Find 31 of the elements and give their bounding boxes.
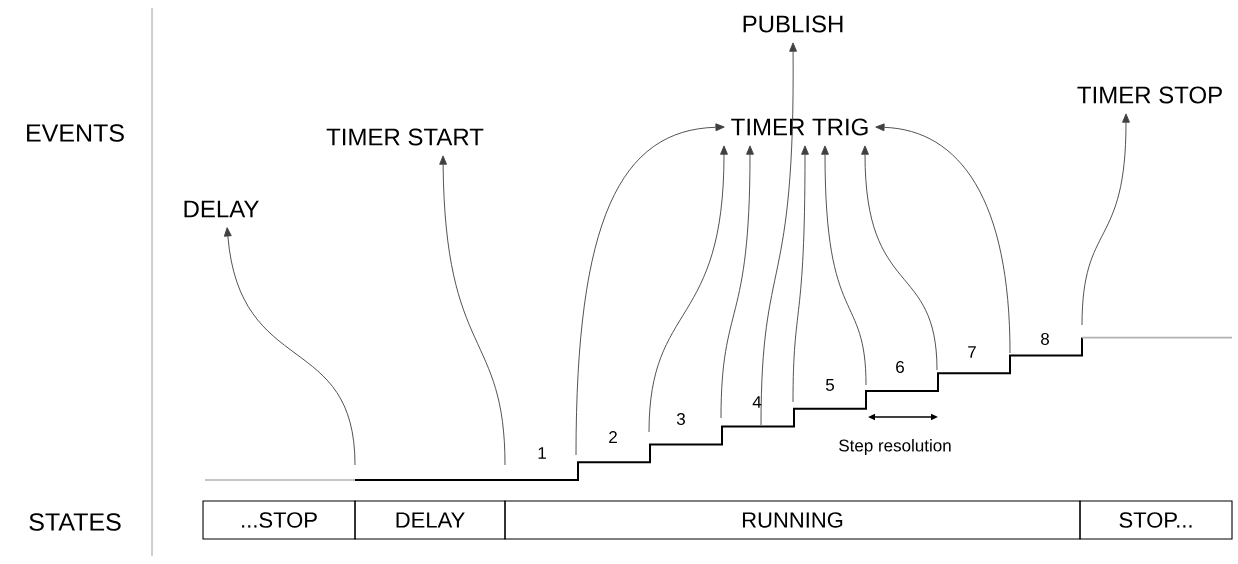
arrow xyxy=(792,145,809,403)
event-label: TIMER START xyxy=(326,128,484,146)
state-box: STOP... xyxy=(1079,500,1233,540)
event-label: TIMER STOP xyxy=(1077,86,1222,104)
step-number: 3 xyxy=(676,412,685,425)
step-number: 6 xyxy=(896,360,904,373)
arrow xyxy=(875,123,1011,354)
step-number: 8 xyxy=(1041,332,1049,345)
arrow xyxy=(1081,113,1130,326)
step-number: 5 xyxy=(825,379,834,391)
caption-text: Step resolution xyxy=(839,439,951,455)
arrow xyxy=(575,123,725,456)
step-number: 1 xyxy=(538,447,546,459)
state-box: RUNNING xyxy=(504,500,1081,540)
step-number: 7 xyxy=(968,346,976,358)
arrow xyxy=(861,145,938,371)
event-label: PUBLISH xyxy=(743,15,843,33)
step-number: 2 xyxy=(609,431,617,443)
arrow xyxy=(223,227,356,466)
state-box: DELAY xyxy=(354,500,506,540)
step-number: 4 xyxy=(752,396,762,408)
state-box: ...STOP xyxy=(202,500,356,540)
arrow xyxy=(760,42,797,426)
event-label: TIMER TRIG xyxy=(731,118,868,136)
row-heading: STATES xyxy=(29,513,121,531)
event-label: DELAY xyxy=(184,200,259,218)
arrow xyxy=(648,145,728,433)
row-heading: EVENTS xyxy=(27,124,124,142)
arrow xyxy=(821,145,867,386)
arrow xyxy=(720,145,754,419)
arrow xyxy=(439,155,506,466)
